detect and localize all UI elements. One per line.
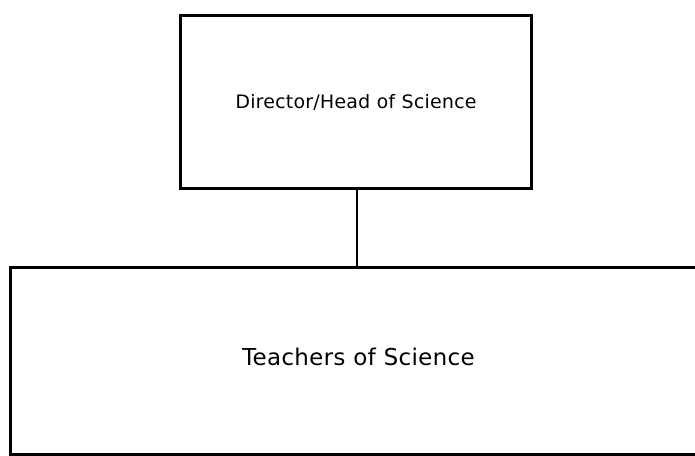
head-of-science-node: Director/Head of Science	[179, 14, 533, 190]
head-of-science-label: Director/Head of Science	[235, 91, 477, 113]
reporting-connector-line	[356, 190, 358, 268]
teachers-of-science-label: Teachers of Science	[242, 345, 475, 371]
